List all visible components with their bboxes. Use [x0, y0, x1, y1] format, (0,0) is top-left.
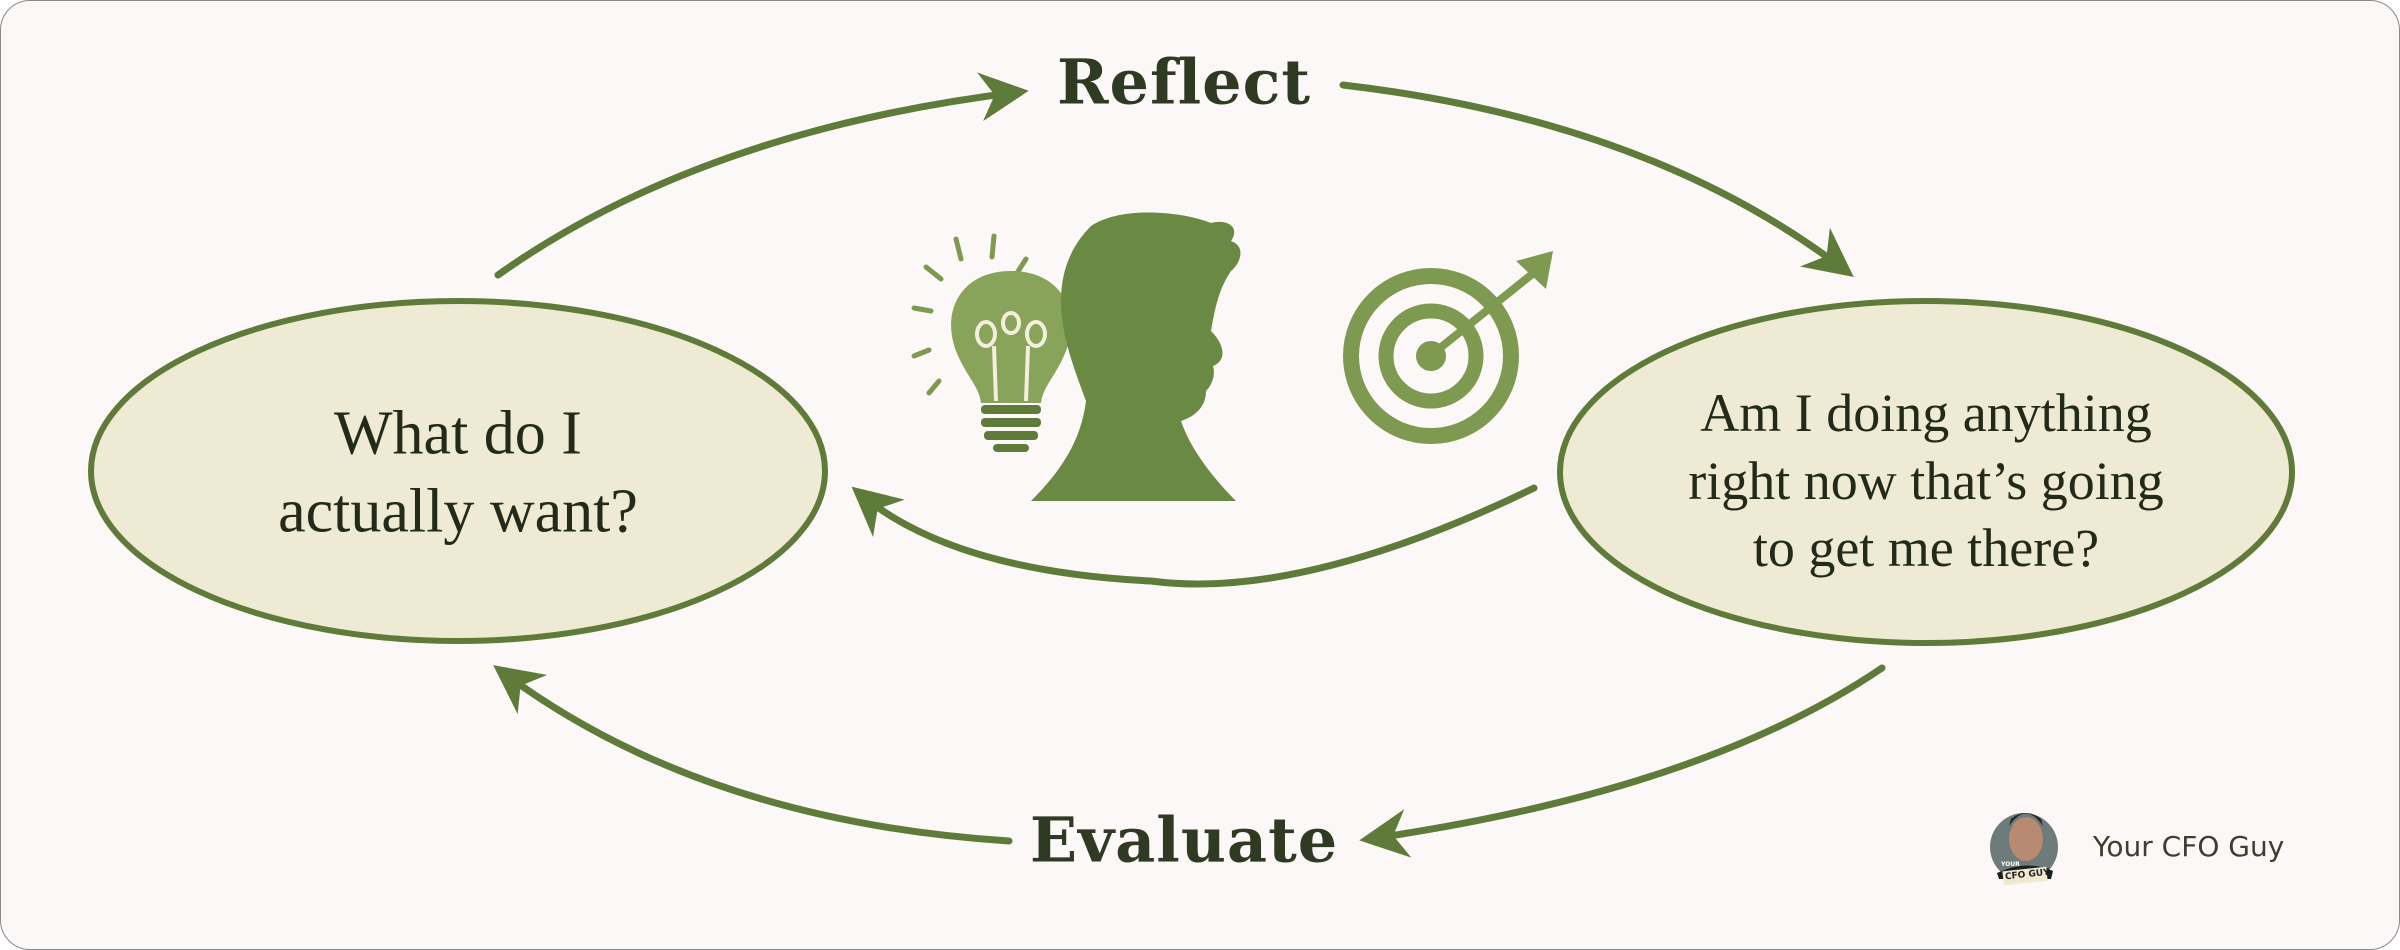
right-question-line: to get me there? — [1752, 517, 2100, 578]
stage-reflect: Reflect — [1056, 45, 1312, 119]
left-question-line: What do I — [334, 399, 582, 468]
left-question-line: actually want? — [278, 477, 638, 545]
right-question: Am I doing anything right now that’s goi… — [1688, 380, 2163, 583]
right-question-line: Am I doing anything — [1700, 382, 2152, 443]
right-question-ellipse — [1557, 298, 2295, 646]
target-icon — [1343, 251, 1553, 444]
arrow-right-to-evaluate — [1359, 664, 1886, 858]
arrow-right-to-left-inner — [851, 484, 1538, 588]
left-question-ellipse — [88, 298, 828, 644]
avatar-badge-small: YOUR — [2001, 861, 2020, 868]
arrow-evaluate-to-left — [493, 665, 1013, 845]
stage-evaluate: Evaluate — [1029, 803, 1339, 877]
brand-name: Your CFO Guy — [2093, 830, 2285, 863]
arrow-reflect-to-right — [1339, 81, 1854, 277]
arrow-left-to-reflect — [494, 72, 1029, 279]
right-question-line: right now that’s going — [1688, 450, 2164, 511]
brand-avatar — [1990, 813, 2058, 886]
left-question: What do I actually want? — [278, 396, 638, 551]
lightbulb-icon — [911, 233, 1071, 452]
head-silhouette-icon — [1031, 212, 1241, 501]
